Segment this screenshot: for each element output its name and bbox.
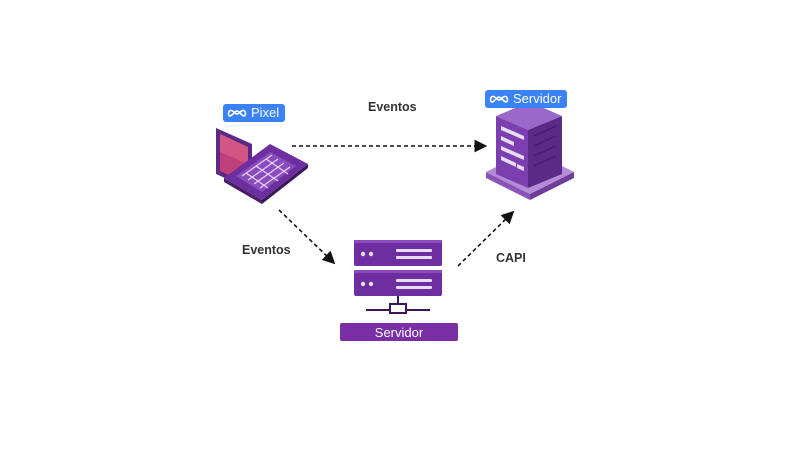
- cloud-server-badge: Servidor: [485, 90, 568, 108]
- pixel-badge: Pixel: [223, 104, 286, 122]
- rack-server-icon: [354, 240, 442, 314]
- server-label: Servidor: [374, 324, 424, 340]
- arrow-pixel-to-server: [278, 209, 336, 265]
- server-tower-icon: [486, 102, 574, 200]
- edge-label-right: CAPI: [496, 251, 526, 265]
- cloud-server-badge-label: Servidor: [513, 91, 562, 106]
- server-label-bar: Servidor: [340, 323, 458, 341]
- edge-label-top: Eventos: [368, 100, 417, 114]
- laptop-icon: [216, 128, 308, 204]
- edge-label-left: Eventos: [242, 243, 291, 257]
- meta-logo-icon: [489, 95, 509, 103]
- meta-logo-icon: [227, 109, 247, 117]
- arrow-server-to-cloud: [457, 210, 515, 267]
- pixel-badge-label: Pixel: [251, 105, 280, 120]
